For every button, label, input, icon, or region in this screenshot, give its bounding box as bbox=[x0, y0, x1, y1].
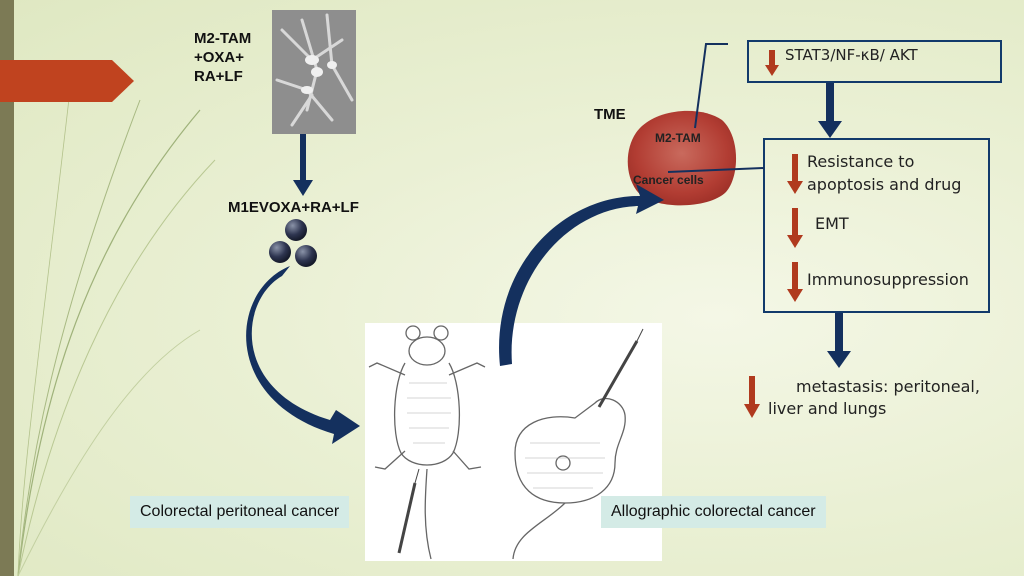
resistance-label-line1: Resistance to bbox=[807, 152, 915, 171]
stat-to-effects-arrow bbox=[818, 83, 842, 138]
resistance-label-line2: apoptosis and drug bbox=[807, 175, 962, 194]
decorative-lines bbox=[17, 90, 216, 576]
stat-pathway-box: STAT3/NF-κB/ AKT bbox=[747, 40, 1002, 83]
m2tam-label-line2: +OXA+ bbox=[194, 49, 245, 66]
tumor-cancer-label: Cancer cells bbox=[633, 173, 704, 187]
metastasis-label-line1: metastasis: peritoneal, bbox=[796, 377, 980, 396]
metastasis-label-line2: liver and lungs bbox=[768, 399, 887, 418]
left-stripe bbox=[0, 0, 14, 576]
effects-box: Resistance to apoptosis and drug EMT Imm… bbox=[763, 138, 990, 313]
m2tam-label-line3: RA+LF bbox=[194, 68, 243, 85]
m1ev-label: M1EVOXA+RA+LF bbox=[228, 199, 359, 216]
stat-label: STAT3/NF-κB/ AKT bbox=[785, 46, 918, 64]
colorectal-peritoneal-label: Colorectal peritoneal cancer bbox=[130, 496, 350, 528]
photo-to-m1ev-arrow bbox=[293, 134, 313, 196]
red-down-arrow-icon bbox=[787, 262, 803, 302]
tumor-icon bbox=[627, 110, 737, 206]
m2tam-label: M2-TAM +OXA+ RA+LF bbox=[194, 29, 251, 86]
macrophage-photo bbox=[272, 10, 356, 134]
effects-to-metastasis-arrow bbox=[827, 313, 851, 368]
red-down-arrow-icon bbox=[765, 50, 779, 76]
metastasis-label: metastasis: peritoneal, liver and lungs bbox=[768, 376, 980, 420]
allographic-label: Allographic colorectal cancer bbox=[601, 496, 826, 528]
m2tam-label-line1: M2-TAM bbox=[194, 30, 252, 47]
emt-label: EMT bbox=[815, 214, 849, 233]
tme-label: TME bbox=[594, 106, 626, 123]
tumor-m2tam-label: M2-TAM bbox=[655, 131, 701, 145]
red-down-arrow-icon bbox=[787, 208, 803, 248]
orange-arrow-tab bbox=[0, 60, 134, 102]
red-down-arrow-icon bbox=[744, 376, 760, 418]
vesicle-icon bbox=[269, 219, 317, 267]
resistance-label: Resistance to apoptosis and drug bbox=[807, 150, 961, 196]
red-down-arrow-icon bbox=[787, 154, 803, 194]
vesicle-to-mouse-arrow bbox=[246, 266, 360, 444]
immunosuppression-label: Immunosuppression bbox=[807, 270, 969, 289]
